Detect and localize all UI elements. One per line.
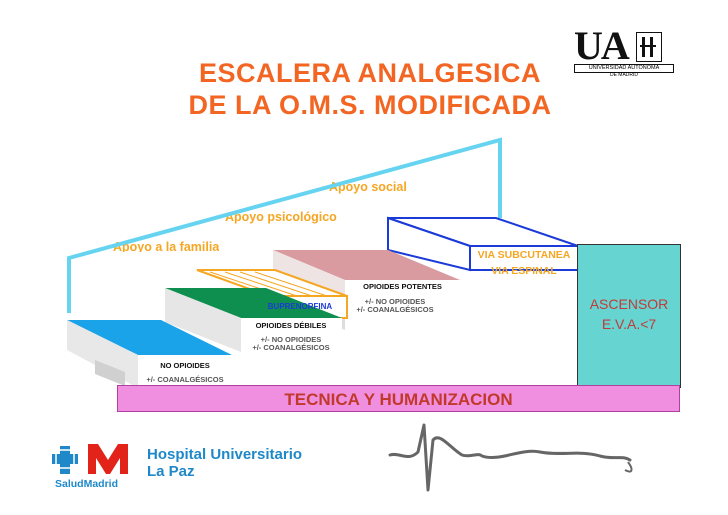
step2-label-2: +/- NO OPIOIDES: [260, 335, 322, 344]
uam-logo-letters: UA: [574, 23, 630, 68]
step1-label-2: +/- COANALGÉSICOS: [146, 375, 224, 384]
ascensor-label-2: E.V.A.<7: [601, 316, 657, 332]
step3-top: [273, 250, 460, 280]
step1-front: [138, 355, 232, 388]
ascensor-box: ASCENSOR E.V.A.<7: [577, 244, 681, 388]
step4-side: [387, 216, 471, 272]
step4-label-2: VIA ESPINAL: [491, 265, 557, 277]
step3-label-3: +/- COANALGÉSICOS: [356, 305, 434, 314]
step1-top: [67, 320, 232, 355]
step1-label-1: NO OPIOIDES: [160, 361, 210, 370]
support-psicologico-label: Apoyo psicológico: [225, 210, 337, 224]
salud-madrid-label: SaludMadrid: [55, 478, 119, 490]
step2-label-1: OPIOIDES DÉBILES: [255, 321, 327, 330]
hospital-name-line-1: Hospital Universitario: [147, 446, 303, 463]
step2b-label: BUPRENORFINA: [267, 302, 333, 311]
step3-front: [345, 280, 460, 318]
hospital-cross-m-icon: [52, 444, 128, 474]
step3-label-2: +/- NO OPIOIDES: [364, 297, 426, 306]
step2-side: [165, 288, 241, 352]
hospital-name-line-2: La Paz: [147, 463, 195, 480]
step2-front: [241, 318, 342, 352]
title-line-1: ESCALERA ANALGESICA: [198, 58, 542, 88]
step3-label-1: OPIOIDES POTENTES: [363, 282, 442, 291]
tecnica-humanizacion-bar: TECNICA Y HUMANIZACION: [117, 385, 680, 412]
step4-label-1: VIA SUBCUTANEA: [477, 249, 571, 261]
ascensor-label-1: ASCENSOR: [589, 296, 669, 312]
title-line-2: DE LA O.M.S. MODIFICADA: [188, 90, 552, 120]
uam-logo-line1: UNIVERSIDAD AUTONOMA: [574, 64, 674, 73]
uam-logo: UA UNIVERSIDAD AUTONOMA DE MADRID: [574, 23, 674, 80]
tecnica-humanizacion-label: TECNICA Y HUMANIZACION: [284, 390, 513, 409]
hospital-logo: [52, 440, 132, 486]
step2-label-3: +/- COANALGÉSICOS: [252, 343, 330, 352]
support-envelope-outline: [67, 137, 502, 313]
ecg-tail: [624, 461, 633, 473]
support-familia-label: Apoyo a la familia: [113, 240, 220, 252]
uam-logo-line2: DE MADRID: [609, 72, 639, 78]
step2-top: [165, 288, 342, 318]
uam-shield-icon: [636, 32, 662, 62]
ecg-trace: [388, 423, 632, 492]
